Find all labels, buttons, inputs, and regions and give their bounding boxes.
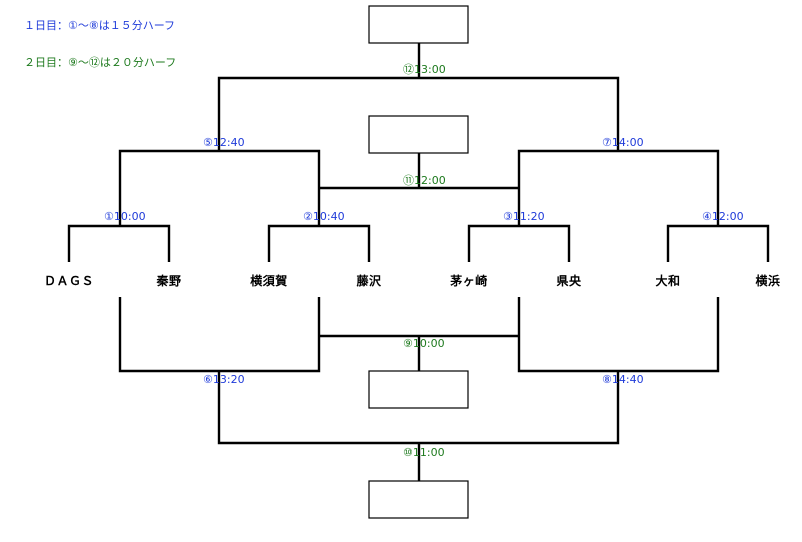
team-5: 茅ヶ崎 — [450, 273, 488, 288]
match1-connector — [67, 211, 171, 262]
match7-time: 14:00 — [612, 136, 644, 149]
team-1: ＤＡＧＳ — [44, 274, 94, 288]
match4-connector — [666, 211, 770, 262]
team-2: 秦野 — [155, 273, 181, 288]
match2-number: ② — [303, 210, 313, 223]
match5-time: 12:40 — [213, 136, 245, 149]
match2-label: ②10:40 — [303, 210, 345, 223]
match11-connector — [319, 153, 519, 190]
match9-result-box — [368, 370, 469, 409]
match12-result-box — [368, 5, 469, 44]
match12-connector — [217, 43, 620, 135]
match8-connector — [517, 297, 720, 373]
match2-time: 10:40 — [313, 210, 345, 223]
match11-label: ⑪12:00 — [403, 174, 446, 187]
match10-number: ⑩ — [403, 446, 413, 459]
match9-time: 10:00 — [413, 337, 445, 350]
match1-label: ①10:00 — [104, 210, 146, 223]
match5-connector — [118, 135, 321, 211]
match9-number: ⑨ — [403, 337, 413, 350]
match7-connector — [517, 135, 720, 211]
match6-time: 13:20 — [213, 373, 245, 386]
team-3: 横須賀 — [250, 273, 288, 288]
match5-number: ⑤ — [203, 136, 213, 149]
match7-number: ⑦ — [602, 136, 612, 149]
match1-time: 10:00 — [114, 210, 146, 223]
match1-number: ① — [104, 210, 114, 223]
match11-result-box — [368, 115, 469, 154]
match9-connector — [319, 334, 519, 371]
match12-label: ⑫13:00 — [403, 63, 446, 76]
team-6: 県央 — [556, 273, 582, 288]
match10-time: 11:00 — [413, 446, 445, 459]
match12-time: 13:00 — [414, 63, 446, 76]
match6-number: ⑥ — [203, 373, 213, 386]
match11-time: 12:00 — [414, 174, 446, 187]
team-4: 藤沢 — [355, 273, 382, 288]
match6-label: ⑥13:20 — [203, 373, 245, 386]
match7-label: ⑦14:00 — [602, 136, 644, 149]
match8-label: ⑧14:40 — [602, 373, 644, 386]
day2-note: ２日目：⑨～⑫は２０分ハーフ — [24, 56, 177, 69]
team-7: 大和 — [655, 273, 680, 288]
match3-label: ③11:20 — [503, 210, 545, 223]
match3-number: ③ — [503, 210, 513, 223]
team-8: 横浜 — [755, 273, 780, 288]
match4-label: ④12:00 — [702, 210, 744, 223]
match3-time: 11:20 — [513, 210, 545, 223]
match8-time: 14:40 — [612, 373, 644, 386]
match4-number: ④ — [702, 210, 712, 223]
match10-label: ⑩11:00 — [403, 446, 445, 459]
match9-label: ⑨10:00 — [403, 337, 445, 350]
match10-result-box — [368, 480, 469, 519]
match4-time: 12:00 — [712, 210, 744, 223]
match6-connector — [118, 297, 321, 373]
match11-number: ⑪ — [403, 174, 414, 187]
match10-connector — [217, 371, 620, 481]
match5-label: ⑤12:40 — [203, 136, 245, 149]
match12-number: ⑫ — [403, 63, 414, 76]
day1-note: １日目：①～⑧は１５分ハーフ — [24, 19, 176, 32]
match2-connector — [267, 211, 371, 262]
match8-number: ⑧ — [602, 373, 612, 386]
match3-connector — [467, 211, 571, 262]
